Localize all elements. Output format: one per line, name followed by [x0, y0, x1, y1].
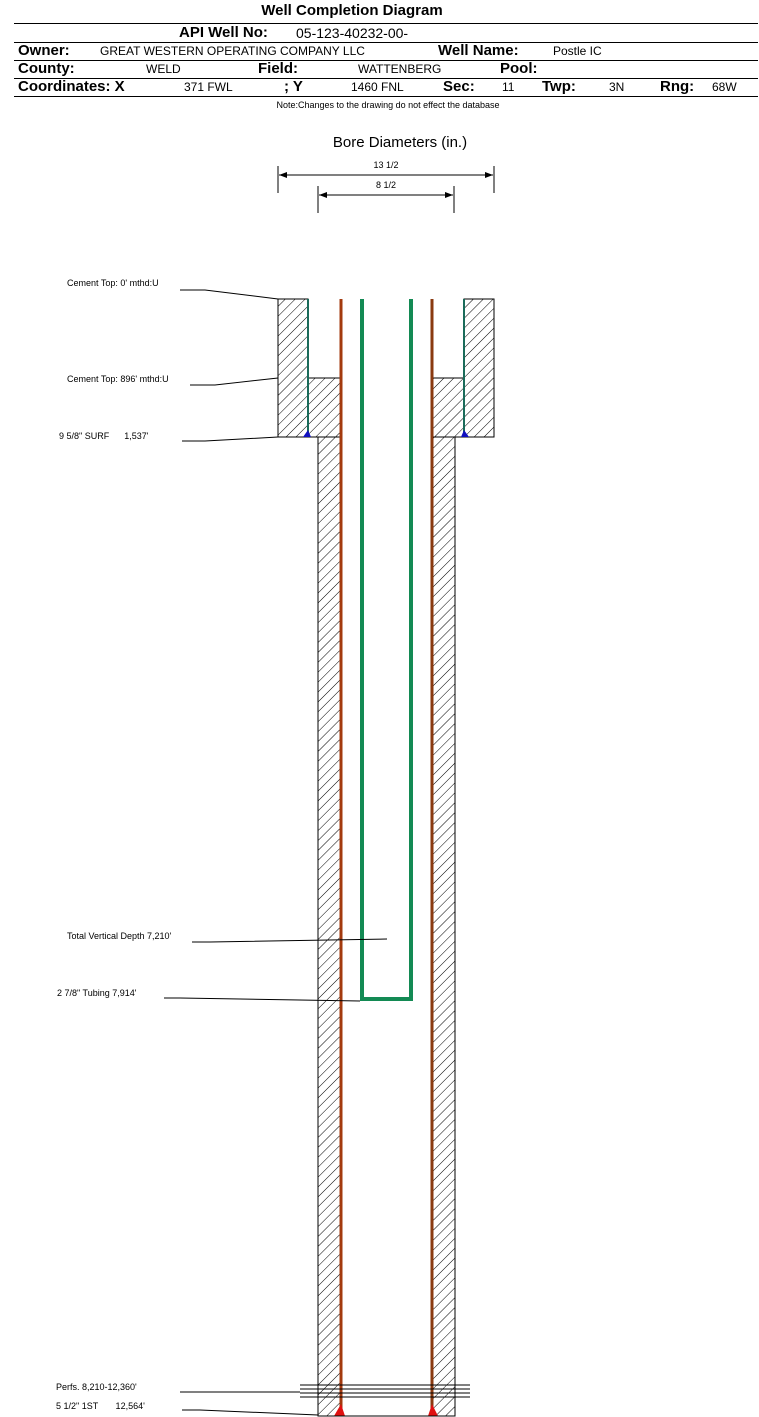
production-casing-shoe-right	[428, 1404, 438, 1416]
y-value: 1460 FNL	[351, 80, 404, 94]
perfs-annotation: Perfs. 8,210-12,360'	[56, 1382, 137, 1392]
bore-dimension-lines	[277, 166, 495, 213]
api-value: 05-123-40232-00-	[296, 25, 409, 41]
sec-label: Sec:	[443, 78, 475, 95]
twp-value: 3N	[609, 80, 625, 94]
header-row-owner: Owner: GREAT WESTERN OPERATING COMPANY L…	[14, 42, 758, 61]
surface-casing-annotation: 9 5/8" SURF 1,537'	[59, 431, 149, 441]
perforations	[300, 1384, 470, 1398]
rng-value: 68W	[712, 80, 737, 94]
bore-diameters-title: Bore Diameters (in.)	[332, 134, 468, 151]
x-value: 371 FWL	[184, 80, 233, 94]
api-label: API Well No:	[179, 24, 268, 41]
well-name-value: Postle IC	[553, 44, 602, 58]
database-note: Note:Changes to the drawing do not effec…	[276, 100, 500, 110]
surface-casing-shoe-left	[303, 430, 311, 437]
y-label: ; Y	[284, 78, 303, 95]
coords-label: Coordinates: X	[18, 78, 125, 95]
surface-casing-shoe-right	[461, 430, 469, 437]
well-name-label: Well Name:	[438, 42, 519, 59]
county-value: WELD	[146, 62, 181, 76]
header-row-county: County: WELD Field: WATTENBERG Pool:	[14, 60, 758, 79]
header-row-api: API Well No: 05-123-40232-00-	[14, 24, 758, 43]
production-cement	[307, 377, 465, 1417]
owner-label: Owner:	[18, 42, 70, 59]
owner-value: GREAT WESTERN OPERATING COMPANY LLC	[100, 44, 365, 58]
production-casing-shoe-left	[334, 1404, 345, 1416]
tubing-annotation: 2 7/8" Tubing 7,914'	[57, 988, 137, 998]
county-label: County:	[18, 60, 75, 77]
rng-label: Rng:	[660, 78, 695, 95]
page-title: Well Completion Diagram	[261, 2, 443, 19]
outer-diameter-label: 13 1/2	[373, 160, 399, 170]
cement-top-896-annotation: Cement Top: 896' mthd:U	[67, 374, 169, 384]
surface-casing	[303, 299, 469, 437]
production-casing	[334, 299, 438, 1416]
cement-top-0-annotation: Cement Top: 0' mthd:U	[67, 278, 159, 288]
annotation-leaders	[164, 289, 388, 1416]
well-header-table: API Well No: 05-123-40232-00- Owner: GRE…	[14, 23, 758, 97]
twp-label: Twp:	[542, 78, 576, 95]
tvd-annotation: Total Vertical Depth 7,210'	[67, 931, 172, 941]
inner-diameter-label: 8 1/2	[375, 180, 397, 190]
header-row-coordinates: Coordinates: X 371 FWL ; Y 1460 FNL Sec:…	[14, 78, 758, 96]
tubing	[360, 299, 413, 1001]
field-value: WATTENBERG	[358, 62, 442, 76]
sec-value: 11	[502, 80, 515, 94]
production-casing-annotation: 5 1/2" 1ST 12,564'	[56, 1401, 145, 1411]
pool-label: Pool:	[500, 60, 538, 77]
field-label: Field:	[258, 60, 298, 77]
